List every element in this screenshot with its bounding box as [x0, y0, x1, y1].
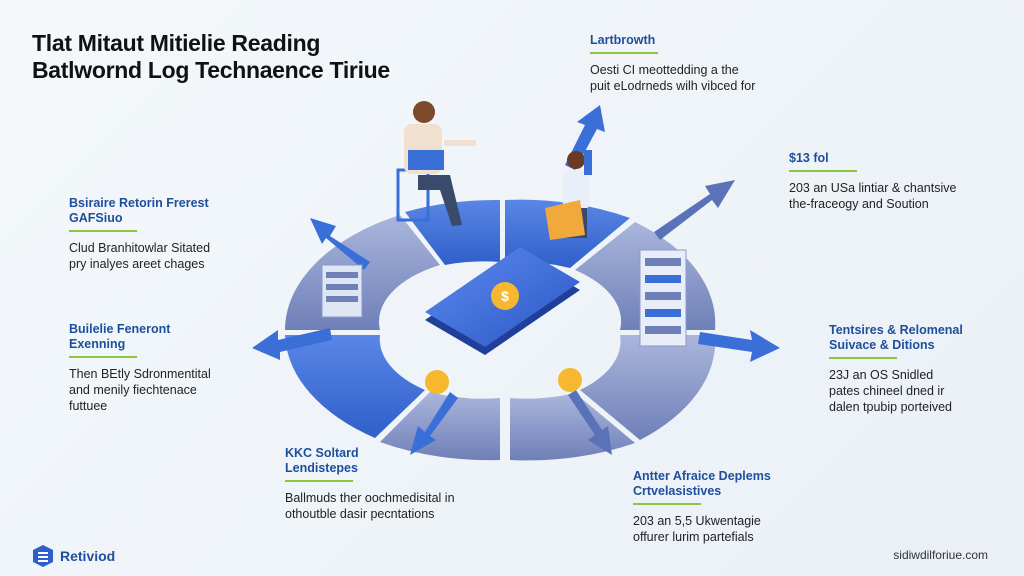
- heading-underline: [789, 170, 857, 172]
- arrow-right: [698, 330, 780, 362]
- info-block-lower-left: KKC Soltard Lendistepes Ballmuds ther oo…: [285, 446, 455, 522]
- block-text: 23J an OS Snidled: [829, 368, 934, 382]
- coin-icon: [425, 370, 449, 394]
- coin-icon: [491, 282, 519, 310]
- info-block-lower-right: Antter Afraice Deplems Crtvelasistives 2…: [633, 469, 771, 545]
- person-reading-illustration: [396, 101, 476, 226]
- block-text: 203 an 5,5 Ukwentagie: [633, 514, 761, 528]
- info-block-left: Builelie Feneront Exenning Then BEtly Sd…: [69, 322, 211, 414]
- block-text: and menily fiechtenace: [69, 383, 197, 397]
- arrow-lower: [568, 390, 612, 455]
- heading-underline: [69, 230, 137, 232]
- block-heading: GAFSiuo: [69, 211, 123, 225]
- heading-underline: [285, 480, 353, 482]
- block-heading: Crtvelasistives: [633, 484, 722, 498]
- block-heading: Lartbrowth: [590, 33, 656, 47]
- block-text: Then BEtly Sdronmentital: [69, 367, 211, 381]
- arrow-lower-left: [410, 392, 458, 455]
- coin-icon: [558, 368, 582, 392]
- tablet-icon: $: [425, 247, 580, 355]
- info-block-top: Lartbrowth Oesti CI meottedding a the pu…: [590, 33, 755, 94]
- info-block-upper-right: $13 fol 203 an USa lintiar & chantsive t…: [789, 151, 956, 212]
- ring-segment: [580, 335, 716, 440]
- title-line-2: Batlwornd Log Technaence Tiriue: [32, 57, 390, 83]
- person-with-folder-illustration: [545, 150, 592, 240]
- block-text: 203 an USa lintiar & chantsive: [789, 181, 957, 195]
- arrow-left: [252, 328, 332, 360]
- title-line-1: Tlat Mitaut Mitielie Reading: [32, 30, 321, 56]
- block-text: offurer lurim partefials: [633, 530, 754, 544]
- brand-logo: Retiviod: [32, 544, 115, 568]
- brand-name: Retiviod: [60, 548, 116, 564]
- block-text: Clud Branhitowlar Sitated: [69, 241, 211, 255]
- block-heading: Builelie Feneront: [69, 322, 171, 336]
- arrow-upper-left: [310, 218, 370, 270]
- ring-segment: [285, 335, 425, 438]
- block-heading: Suivace & Ditions: [829, 338, 935, 352]
- block-heading: Lendistepes: [285, 461, 358, 475]
- info-block-upper-left: Bsiraire Retorin Frerest GAFSiuo Clud Br…: [69, 196, 210, 272]
- block-heading: Antter Afraice Deplems: [633, 469, 771, 483]
- block-text: Ballmuds ther oochmedisital in: [285, 491, 455, 505]
- block-text: Oesti CI meottedding a the: [590, 63, 739, 77]
- heading-underline: [590, 52, 658, 54]
- folder-icon: [545, 200, 585, 240]
- block-text: othoutble dasir pecntations: [285, 507, 435, 521]
- block-text: futtuee: [69, 399, 108, 413]
- brand-logo-icon: [33, 545, 53, 567]
- block-text: pates chineel dned ir: [829, 384, 945, 398]
- server-icon: [639, 249, 687, 347]
- arrow-upper-right: [654, 180, 735, 240]
- block-heading: KKC Soltard: [285, 446, 359, 460]
- page-title: Tlat Mitaut Mitielie Reading Batlwornd L…: [32, 30, 390, 84]
- heading-underline: [829, 357, 897, 359]
- server-icon: [321, 264, 363, 318]
- info-block-right: Tentsires & Relomenal Suivace & Ditions …: [829, 323, 963, 415]
- svg-text:$: $: [501, 288, 509, 304]
- heading-underline: [69, 356, 137, 358]
- block-text: the-fraceogy and Soution: [789, 197, 929, 211]
- block-heading: Tentsires & Relomenal: [829, 323, 963, 337]
- block-text: dalen tpubip porteived: [829, 400, 953, 414]
- block-heading: Exenning: [69, 337, 126, 351]
- website-link[interactable]: sidiwdilforiue.com: [893, 548, 988, 562]
- arrows: [252, 105, 780, 455]
- ring-segment: [380, 392, 500, 461]
- block-text: puit eLodrneds wilh vibced for: [590, 79, 756, 93]
- block-heading: $13 fol: [789, 151, 829, 165]
- heading-underline: [633, 503, 701, 505]
- block-text: pry inalyes areet chages: [69, 257, 205, 271]
- block-heading: Bsiraire Retorin Frerest: [69, 196, 209, 210]
